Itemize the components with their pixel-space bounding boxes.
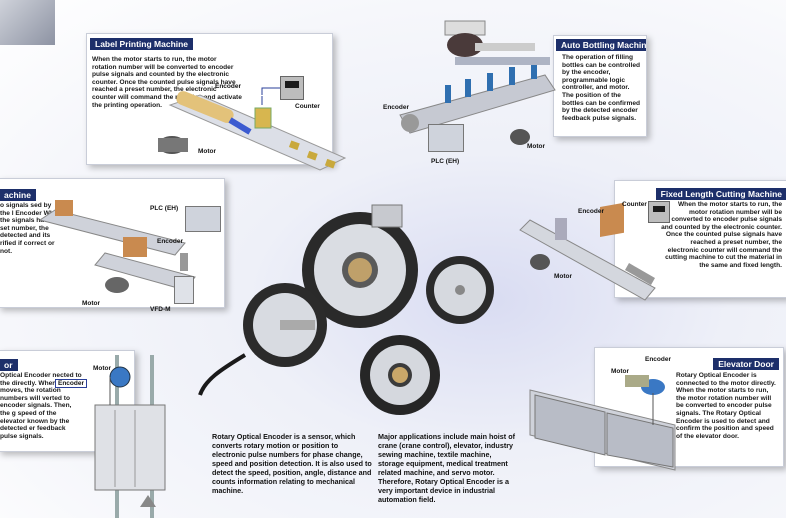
label-printing-description: When the motor starts to run, the motor … (92, 56, 242, 109)
fixed-length-description: When the motor starts to run, the motor … (661, 201, 782, 269)
packing-machine-description: o signals sed by the l Encoder When the … (0, 202, 62, 255)
packing-encoder-label: Encoder (157, 238, 184, 245)
elevator-door-description: Rotary Optical Encoder is connected to t… (676, 372, 776, 440)
label-printing-title: Label Printing Machine (90, 38, 194, 50)
elevator-door-encoder-label: Encoder (645, 356, 672, 363)
packing-vfd-label: VFD-M (150, 306, 171, 313)
fixed-length-encoder-label: Encoder (578, 208, 605, 215)
auto-bottling-plc-device (428, 124, 464, 152)
packing-machine-illustration (38, 200, 196, 293)
auto-bottling-text-panel: Auto Bottling Machine (553, 35, 647, 137)
packing-plc-label: PLC (EH) (150, 205, 179, 212)
elevator-left-encoder-label: Encoder (55, 379, 88, 388)
cropped-photo-fragment (0, 0, 55, 45)
fixed-length-title: Fixed Length Cutting Machine (655, 188, 786, 200)
label-printing-motor-label: Motor (198, 148, 217, 155)
fixed-length-panel: Fixed Length Cutting Machine (614, 180, 786, 298)
elevator-left-illustration (94, 355, 166, 518)
label-printing-counter-device (280, 76, 304, 100)
label-printing-encoder-label: Encoder (215, 83, 242, 90)
packing-plc-device (185, 206, 221, 232)
packing-motor-label: Motor (82, 300, 101, 307)
auto-bottling-encoder-label: Encoder (383, 104, 410, 111)
fixed-length-illustration (519, 202, 656, 301)
auto-bottling-description: The operation of filling bottles can be … (562, 54, 641, 122)
elevator-door-illustration (529, 375, 676, 471)
rotary-encoders-illustration (198, 204, 494, 415)
elevator-left-description: Optical Encoder nected to the directly. … (0, 372, 82, 440)
auto-bottling-plc-label: PLC (EH) (431, 158, 460, 165)
label-printing-illustration (158, 91, 347, 171)
fixed-length-motor-label: Motor (554, 273, 573, 280)
center-description-left: Rotary Optical Encoder is a sensor, whic… (212, 432, 372, 495)
label-printing-counter-label: Counter (295, 103, 320, 110)
auto-bottling-motor-label: Motor (527, 143, 546, 150)
auto-bottling-title: Auto Bottling Machine (556, 39, 646, 51)
fixed-length-counter-label: Counter (622, 201, 647, 208)
elevator-left-motor-label: Motor (93, 365, 112, 372)
packing-machine-title: achine (0, 189, 36, 201)
auto-bottling-illustration (399, 20, 556, 145)
elevator-door-title: Elevator Door (713, 358, 779, 370)
elevator-door-motor-label: Motor (611, 368, 630, 375)
elevator-left-title: or (0, 359, 18, 371)
center-description-right: Major applications include main hoist of… (378, 432, 515, 504)
fixed-length-counter-device (648, 201, 670, 223)
packing-vfd-device (174, 276, 194, 304)
